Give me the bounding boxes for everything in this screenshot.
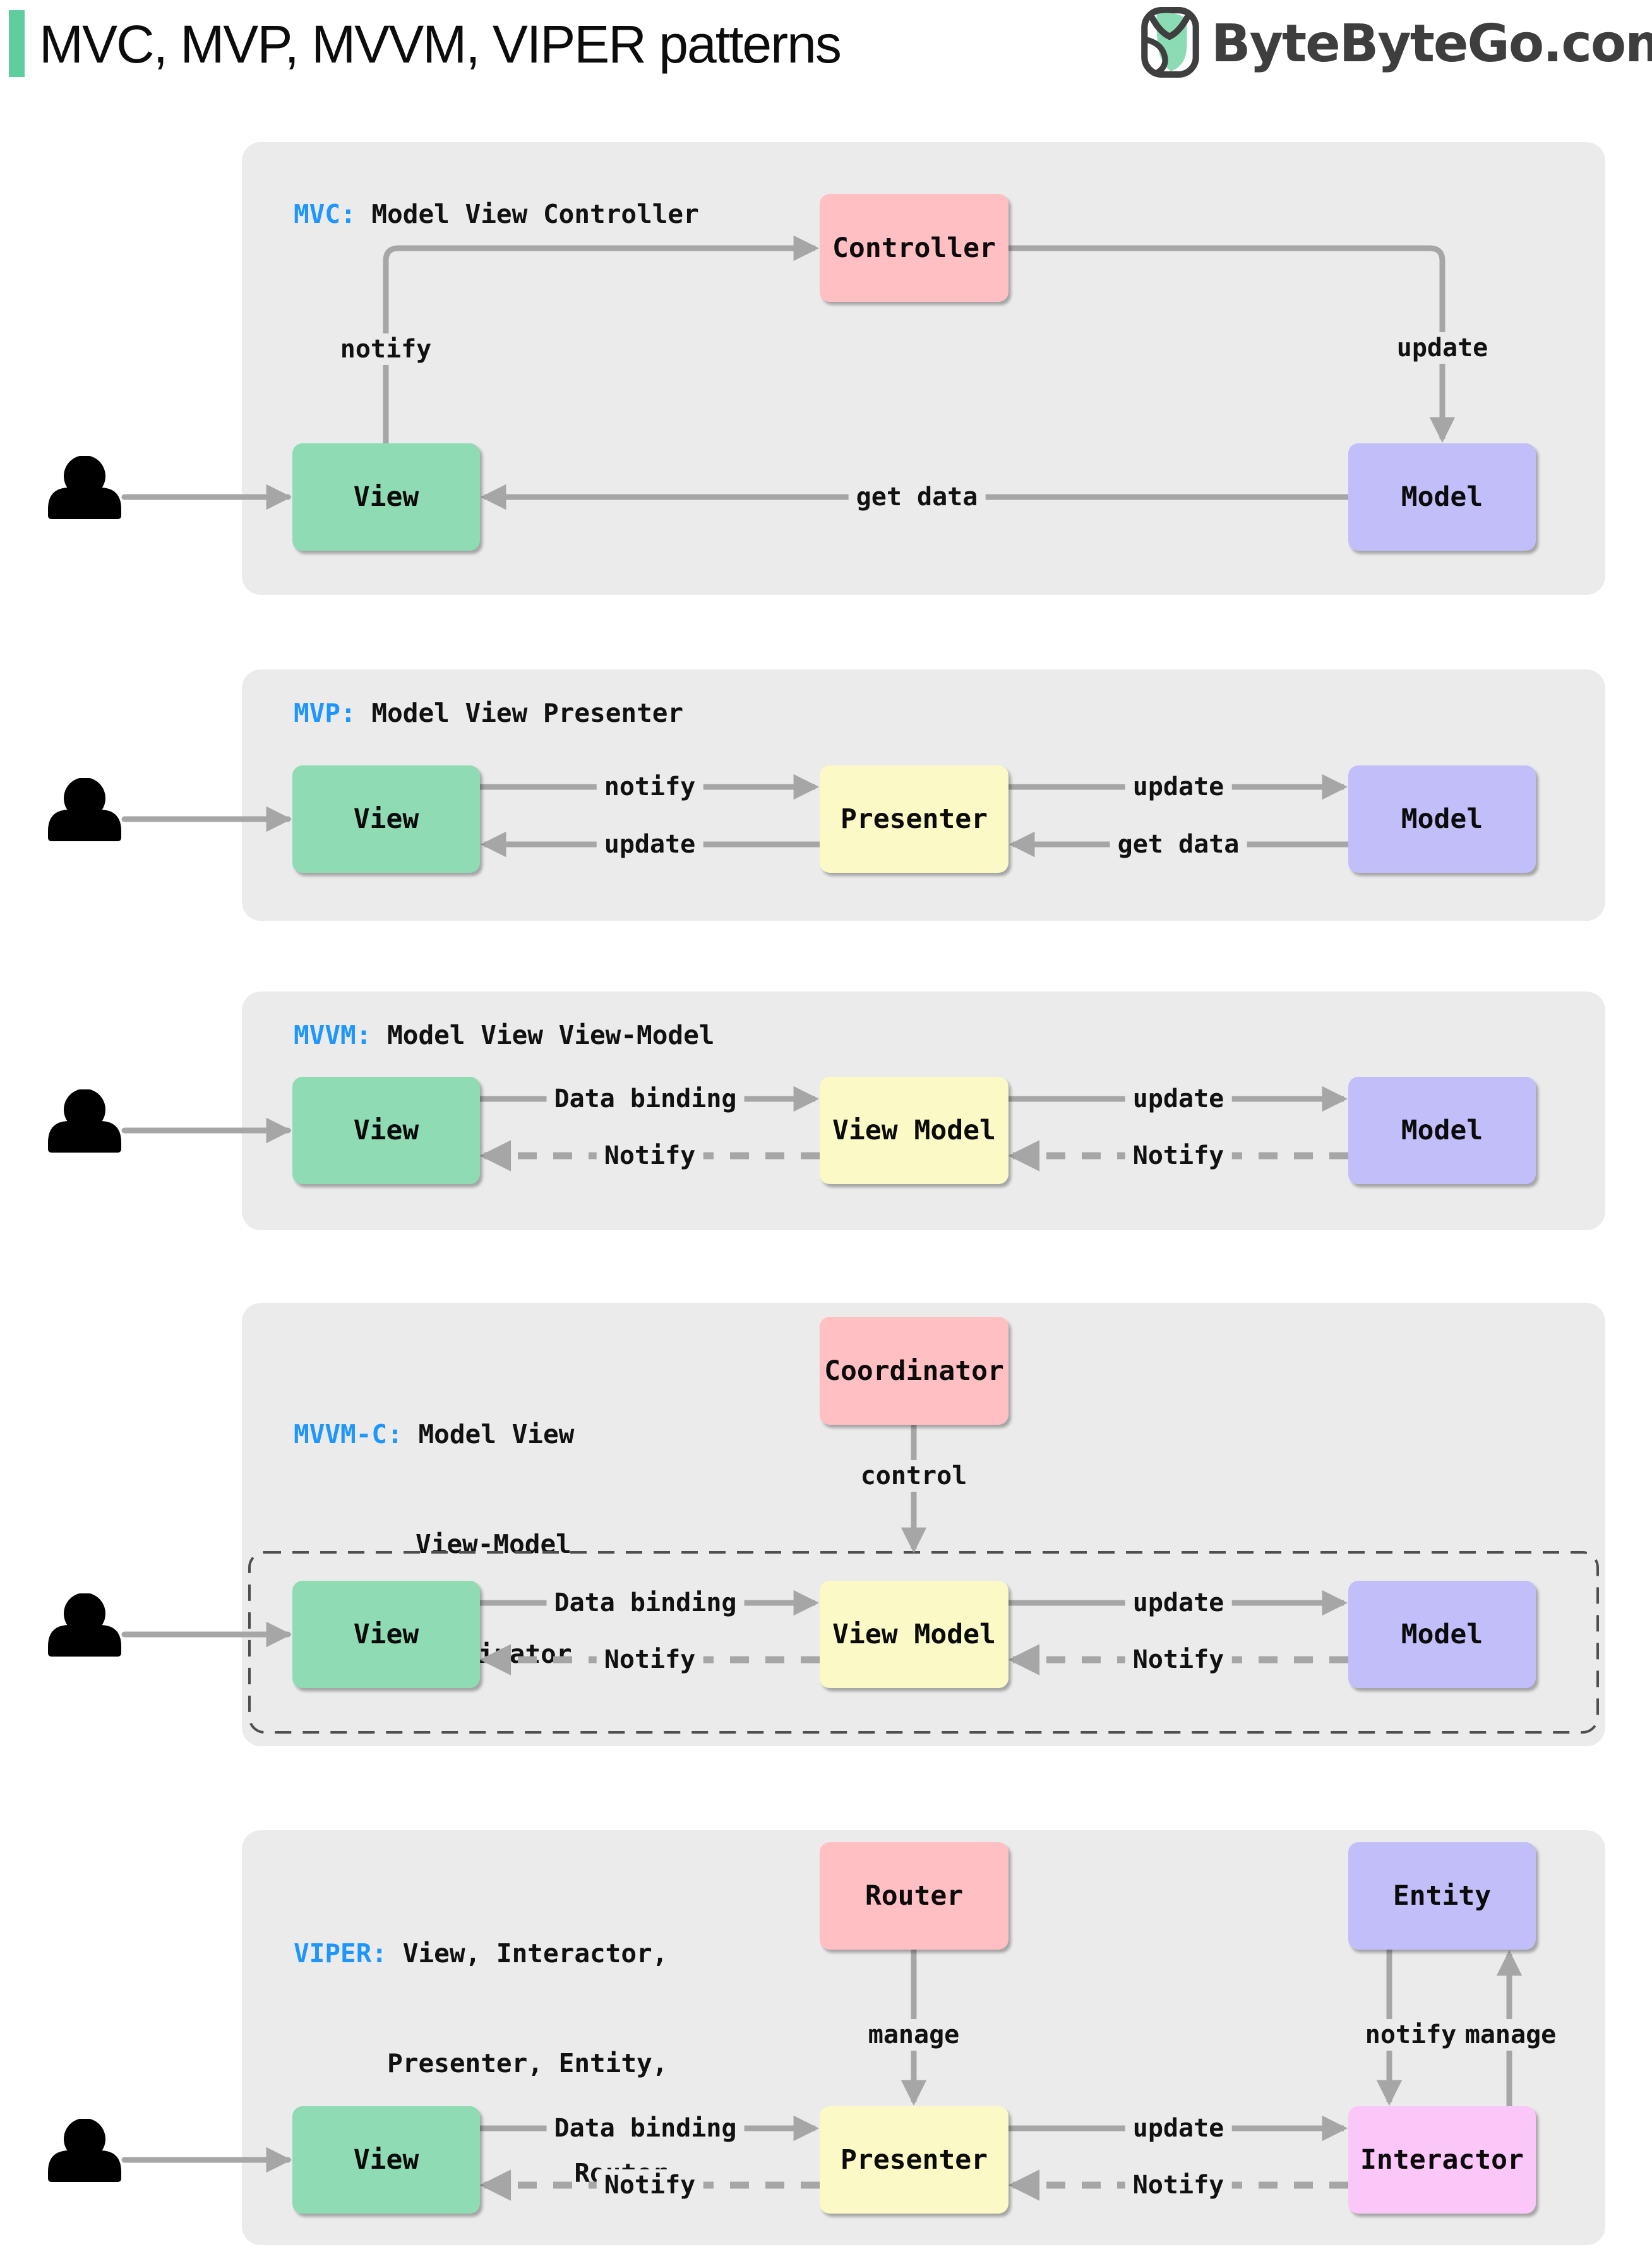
person-icon <box>44 1089 125 1153</box>
edge-label-getdata-mvc: get data <box>848 481 986 513</box>
node-view-mvp: View <box>292 765 480 873</box>
person-icon <box>44 2119 125 2182</box>
node-viewmodel-mvvmc: View Model <box>820 1581 1009 1688</box>
node-model-mvp: Model <box>1348 765 1536 873</box>
node-model-mvc: Model <box>1348 443 1536 551</box>
edge-label-notify-mvp: notify <box>596 771 703 803</box>
node-interactor: Interactor <box>1348 2106 1536 2214</box>
edge-label-update-r-mvp: update <box>1125 771 1232 803</box>
edge-label-notify-l-mvvmc: Notify <box>596 1644 703 1676</box>
edge-label-databinding-viper: Data binding <box>546 2113 745 2144</box>
person-icon <box>44 456 125 519</box>
mvc-caption: MVC: Model View Controller <box>294 196 699 232</box>
mvvm-caption-text: Model View View-Model <box>371 1020 715 1050</box>
edge-label-getdata-mvp: get data <box>1110 829 1247 860</box>
edge-label-notify-entity: notify <box>1357 2019 1464 2051</box>
mvvm-caption: MVVM: Model View View-Model <box>294 1017 714 1053</box>
edge-label-notify-r-mvvmc: Notify <box>1125 1644 1232 1676</box>
node-model-mvvmc: Model <box>1348 1581 1536 1688</box>
mvp-caption-text: Model View Presenter <box>356 698 684 728</box>
viper-caption-line1: VIPER: View, Interactor, <box>294 1935 667 1972</box>
edge-label-databinding-mvvm: Data binding <box>546 1083 745 1115</box>
mvp-caption: MVP: Model View Presenter <box>294 695 683 731</box>
mvc-caption-text: Model View Controller <box>356 199 699 229</box>
mvvm-c-tag: MVVM-C: <box>294 1419 403 1449</box>
edge-label-update-mvc: update <box>1389 332 1496 364</box>
bytebytego-bird-icon <box>1140 6 1200 81</box>
page-title: MVC, MVP, MVVM, VIPER patterns <box>39 15 842 74</box>
edge-label-manage-entity: manage <box>1457 2019 1564 2051</box>
node-entity: Entity <box>1348 1842 1536 1950</box>
node-coordinator: Coordinator <box>820 1317 1009 1425</box>
mvvm-tag: MVVM: <box>294 1020 372 1050</box>
node-presenter-mvp: Presenter <box>820 765 1009 873</box>
title-accent-bar <box>9 10 25 77</box>
node-view-mvvmc: View <box>292 1581 480 1688</box>
edge-label-update-mvvmc: update <box>1125 1587 1232 1619</box>
person-icon <box>44 778 125 841</box>
node-view-mvvm: View <box>292 1077 480 1184</box>
person-icon <box>44 1593 125 1657</box>
edge-label-update-mvvm: update <box>1125 1083 1232 1115</box>
viper-tag: VIPER: <box>294 1938 388 1969</box>
bytebytego-logo: ByteByteGo.com <box>1140 6 1652 81</box>
node-presenter-viper: Presenter <box>820 2106 1009 2214</box>
node-router: Router <box>820 1842 1009 1950</box>
node-model-mvvm: Model <box>1348 1077 1536 1184</box>
edge-label-control: control <box>853 1460 975 1492</box>
node-controller: Controller <box>820 194 1009 302</box>
edge-label-databinding-mvvmc: Data binding <box>546 1587 745 1619</box>
viper-caption-line2: Presenter, Entity, <box>387 2048 668 2078</box>
node-viewmodel-mvvm: View Model <box>820 1077 1009 1184</box>
mvvm-c-caption-text1: Model View <box>402 1419 575 1449</box>
edge-label-notify-l-mvvm: Notify <box>596 1140 703 1172</box>
edge-label-update-viper: update <box>1125 2113 1232 2144</box>
mvvm-c-caption-line2: View-Model <box>416 1529 572 1559</box>
node-view-viper: View <box>292 2106 480 2214</box>
edge-label-notify-r-viper: Notify <box>1125 2169 1232 2201</box>
mvc-tag: MVC: <box>294 199 356 229</box>
edge-label-update-l-mvp: update <box>596 829 703 860</box>
node-view-mvc: View <box>292 443 480 551</box>
viper-caption-text1: View, Interactor, <box>387 1938 668 1969</box>
edge-label-manage-router: manage <box>860 2019 967 2051</box>
mvp-tag: MVP: <box>294 698 356 728</box>
edge-label-notify-l-viper: Notify <box>596 2169 703 2201</box>
mvvm-c-caption-line1: MVVM-C: Model View <box>294 1416 574 1453</box>
edge-label-notify-mvc: notify <box>332 333 440 365</box>
edge-label-notify-r-mvvm: Notify <box>1125 1140 1232 1172</box>
logo-wordmark: ByteByteGo.com <box>1211 13 1652 74</box>
